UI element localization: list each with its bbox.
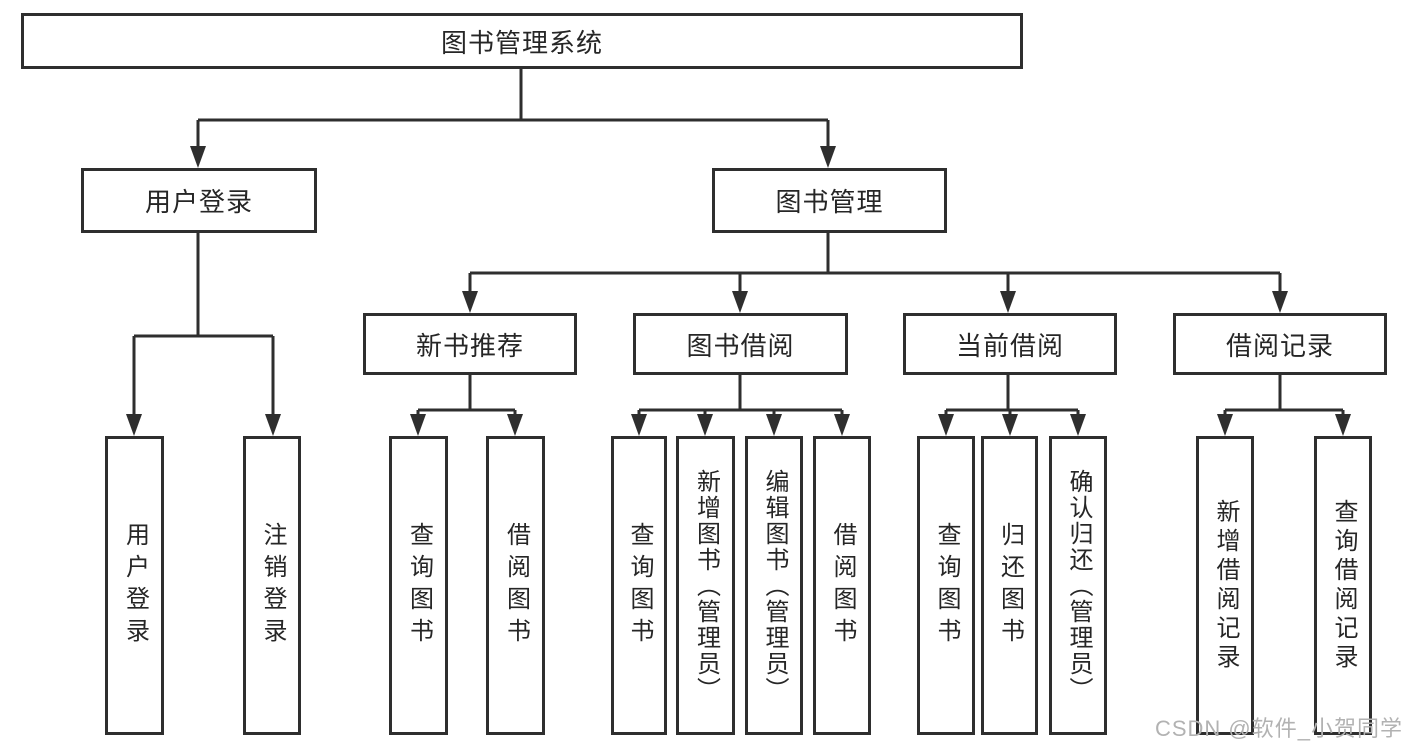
leaf-query-books-1: 查询图书 (389, 436, 448, 735)
leaf-label: 查询图书 (933, 521, 960, 650)
node-label: 借阅记录 (1225, 330, 1334, 361)
leaf-label: 查询图书 (405, 521, 433, 650)
node-label: 图书借阅 (686, 330, 795, 361)
leaf-label: 新增图书（管理员） (692, 468, 720, 703)
node-label: 图书管理 (775, 187, 884, 217)
leaf-user-login: 用户登录 (105, 436, 164, 735)
node-user-login: 用户登录 (81, 168, 317, 233)
node-book-borrow: 图书借阅 (633, 313, 848, 375)
arrow-down-icon (1002, 414, 1018, 436)
node-book-management: 图书管理 (712, 168, 947, 233)
arrow-down-icon (507, 414, 523, 436)
leaf-edit-book-admin: 编辑图书（管理员） (745, 436, 803, 735)
arrow-down-icon (1217, 414, 1233, 436)
leaf-return-books: 归还图书 (981, 436, 1038, 735)
leaf-query-books-2: 查询图书 (611, 436, 667, 735)
leaf-label: 查询借阅记录 (1330, 498, 1357, 673)
arrow-down-icon (190, 146, 206, 168)
leaf-query-borrow-record: 查询借阅记录 (1314, 436, 1372, 735)
leaf-confirm-return-admin: 确认归还（管理员） (1049, 436, 1107, 735)
leaf-add-book-admin: 新增图书（管理员） (676, 436, 735, 735)
arrow-down-icon (631, 414, 647, 436)
node-borrow-records: 借阅记录 (1173, 313, 1387, 375)
leaf-label: 归还图书 (996, 521, 1024, 650)
arrow-down-icon (820, 146, 836, 168)
arrow-down-icon (834, 414, 850, 436)
arrow-down-icon (1335, 414, 1351, 436)
leaf-borrow-books-1: 借阅图书 (486, 436, 545, 735)
leaf-label: 确认归还（管理员） (1065, 468, 1092, 703)
arrow-down-icon (1000, 291, 1016, 313)
node-label: 当前借阅 (955, 330, 1064, 361)
node-label: 用户登录 (144, 187, 253, 217)
arrowheads (126, 146, 1351, 436)
leaf-logout: 注销登录 (243, 436, 301, 735)
leaf-query-books-3: 查询图书 (917, 436, 975, 735)
arrow-down-icon (126, 414, 142, 436)
leaf-label: 用户登录 (121, 521, 149, 650)
leaf-label: 借阅图书 (829, 521, 856, 650)
node-label: 图书管理系统 (440, 27, 603, 58)
arrow-down-icon (410, 414, 426, 436)
leaf-add-borrow-record: 新增借阅记录 (1196, 436, 1254, 735)
connector-paths (132, 69, 1345, 421)
arrow-down-icon (1272, 291, 1288, 313)
node-library-system: 图书管理系统 (21, 13, 1023, 69)
node-new-book-recommend: 新书推荐 (363, 313, 577, 375)
arrow-down-icon (697, 414, 713, 436)
leaf-label: 注销登录 (259, 521, 286, 650)
arrow-down-icon (766, 414, 782, 436)
leaf-label: 查询图书 (626, 521, 653, 650)
leaf-label: 借阅图书 (502, 521, 530, 650)
leaf-label: 编辑图书（管理员） (761, 468, 788, 703)
node-label: 新书推荐 (415, 330, 524, 361)
arrow-down-icon (1070, 414, 1086, 436)
arrow-down-icon (732, 291, 748, 313)
leaf-label: 新增借阅记录 (1212, 498, 1239, 673)
arrow-down-icon (938, 414, 954, 436)
node-current-borrow: 当前借阅 (903, 313, 1117, 375)
leaf-borrow-books-2: 借阅图书 (813, 436, 871, 735)
watermark-csdn: CSDN @软件_小贺同学 (1154, 716, 1403, 741)
arrow-down-icon (462, 291, 478, 313)
arrow-down-icon (265, 414, 281, 436)
